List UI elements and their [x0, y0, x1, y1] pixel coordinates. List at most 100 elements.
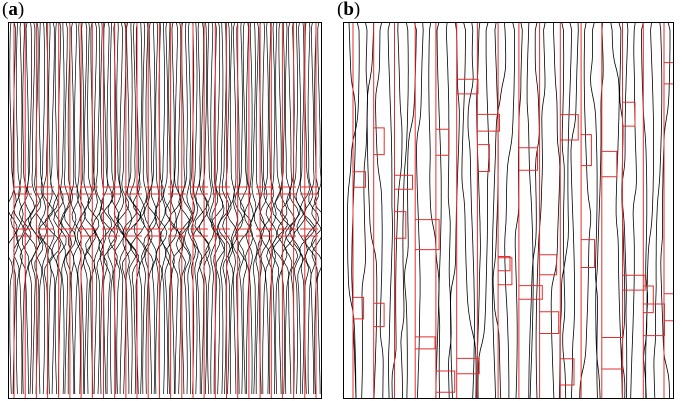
boundary-step	[539, 311, 560, 334]
contour-line	[259, 22, 271, 395]
contour-line	[641, 22, 648, 399]
boundary-step	[643, 285, 654, 314]
contour-line	[22, 22, 32, 394]
boundary-segment	[102, 186, 120, 195]
contour-line	[492, 22, 502, 399]
boundary-step	[353, 171, 366, 188]
contour-line	[139, 22, 150, 395]
contour-line	[108, 22, 120, 395]
contour-line	[243, 22, 254, 395]
contour-line	[235, 22, 245, 395]
contour-line	[260, 22, 273, 395]
boundary-step	[498, 257, 513, 286]
panel-b-contour-diagram	[343, 22, 674, 399]
contour-line	[205, 22, 215, 395]
contour-line	[404, 22, 417, 399]
contour-line	[477, 22, 490, 399]
contour-line	[222, 22, 234, 395]
contour-line	[209, 22, 217, 395]
contour-line	[246, 22, 254, 395]
boundary-segment	[124, 186, 142, 195]
boundary-step	[539, 254, 558, 276]
boundary-step	[394, 211, 407, 239]
contour-line	[528, 22, 540, 398]
contour-line	[178, 22, 192, 395]
contour-line	[491, 22, 507, 399]
boundary-segment	[300, 186, 318, 195]
boundary-step	[435, 370, 456, 393]
boundary-segment	[36, 186, 54, 195]
contour-line	[230, 22, 238, 394]
contour-line	[630, 22, 637, 399]
contour-line	[253, 22, 263, 394]
boundary-step	[353, 296, 365, 320]
panel-b-frame	[343, 22, 674, 399]
contour-line	[310, 22, 322, 394]
contour-line	[99, 22, 107, 395]
contour-line	[416, 22, 424, 399]
boundary-step	[560, 114, 579, 141]
contour-line	[211, 22, 221, 394]
contour-line	[79, 22, 92, 394]
contour-line	[361, 22, 368, 399]
boundary-segment	[80, 186, 98, 195]
boundary-step	[664, 293, 674, 322]
contour-line	[16, 22, 24, 395]
contour-line	[175, 22, 190, 395]
contour-line	[116, 22, 127, 394]
contour-line	[461, 22, 477, 399]
contour-line	[550, 22, 561, 399]
contour-line	[265, 22, 278, 395]
contour-line	[590, 22, 599, 399]
contour-line	[168, 22, 177, 394]
contour-line	[653, 22, 663, 399]
contour-line	[101, 22, 117, 394]
contour-line	[216, 22, 225, 395]
boundary-segment	[168, 228, 186, 237]
contour-line	[71, 22, 82, 395]
contour-line	[467, 22, 475, 399]
contour-line	[448, 22, 460, 399]
boundary-step	[601, 337, 624, 370]
boundary-segment	[58, 186, 76, 195]
panel-b-contour-lines	[347, 22, 671, 399]
contour-line	[296, 22, 308, 395]
contour-line	[268, 22, 277, 395]
panel-a-boundary-lines	[13, 22, 318, 399]
panel-a-label-close: )	[17, 0, 25, 20]
boundary-segment	[146, 228, 164, 237]
contour-line	[192, 22, 205, 394]
boundary-step	[456, 78, 479, 95]
boundary-step	[498, 256, 511, 272]
panel-a-frame	[8, 22, 322, 399]
boundary-segment	[14, 186, 32, 195]
boundary-segment	[124, 228, 142, 237]
contour-line	[187, 22, 196, 395]
contour-line	[535, 22, 546, 399]
contour-line	[436, 22, 442, 399]
contour-line	[107, 22, 118, 395]
contour-line	[428, 22, 440, 399]
contour-line	[38, 22, 48, 395]
boundary-segment	[190, 228, 208, 237]
contour-line	[143, 22, 158, 395]
contour-line	[51, 22, 63, 395]
contour-line	[610, 22, 623, 399]
boundary-segment	[256, 186, 274, 195]
contour-line	[387, 22, 393, 399]
contour-line	[158, 22, 166, 395]
contour-line	[85, 22, 100, 395]
boundary-step	[394, 174, 413, 190]
boundary-step	[373, 127, 385, 156]
contour-line	[183, 22, 193, 395]
contour-line	[504, 22, 515, 398]
boundary-segment	[278, 186, 296, 195]
contour-line	[210, 22, 225, 395]
boundary-segment	[36, 228, 54, 237]
contour-line	[27, 22, 40, 395]
contour-line	[57, 22, 66, 395]
contour-line	[45, 22, 62, 395]
contour-line	[283, 22, 296, 395]
contour-line	[558, 22, 573, 399]
contour-line	[618, 22, 628, 399]
